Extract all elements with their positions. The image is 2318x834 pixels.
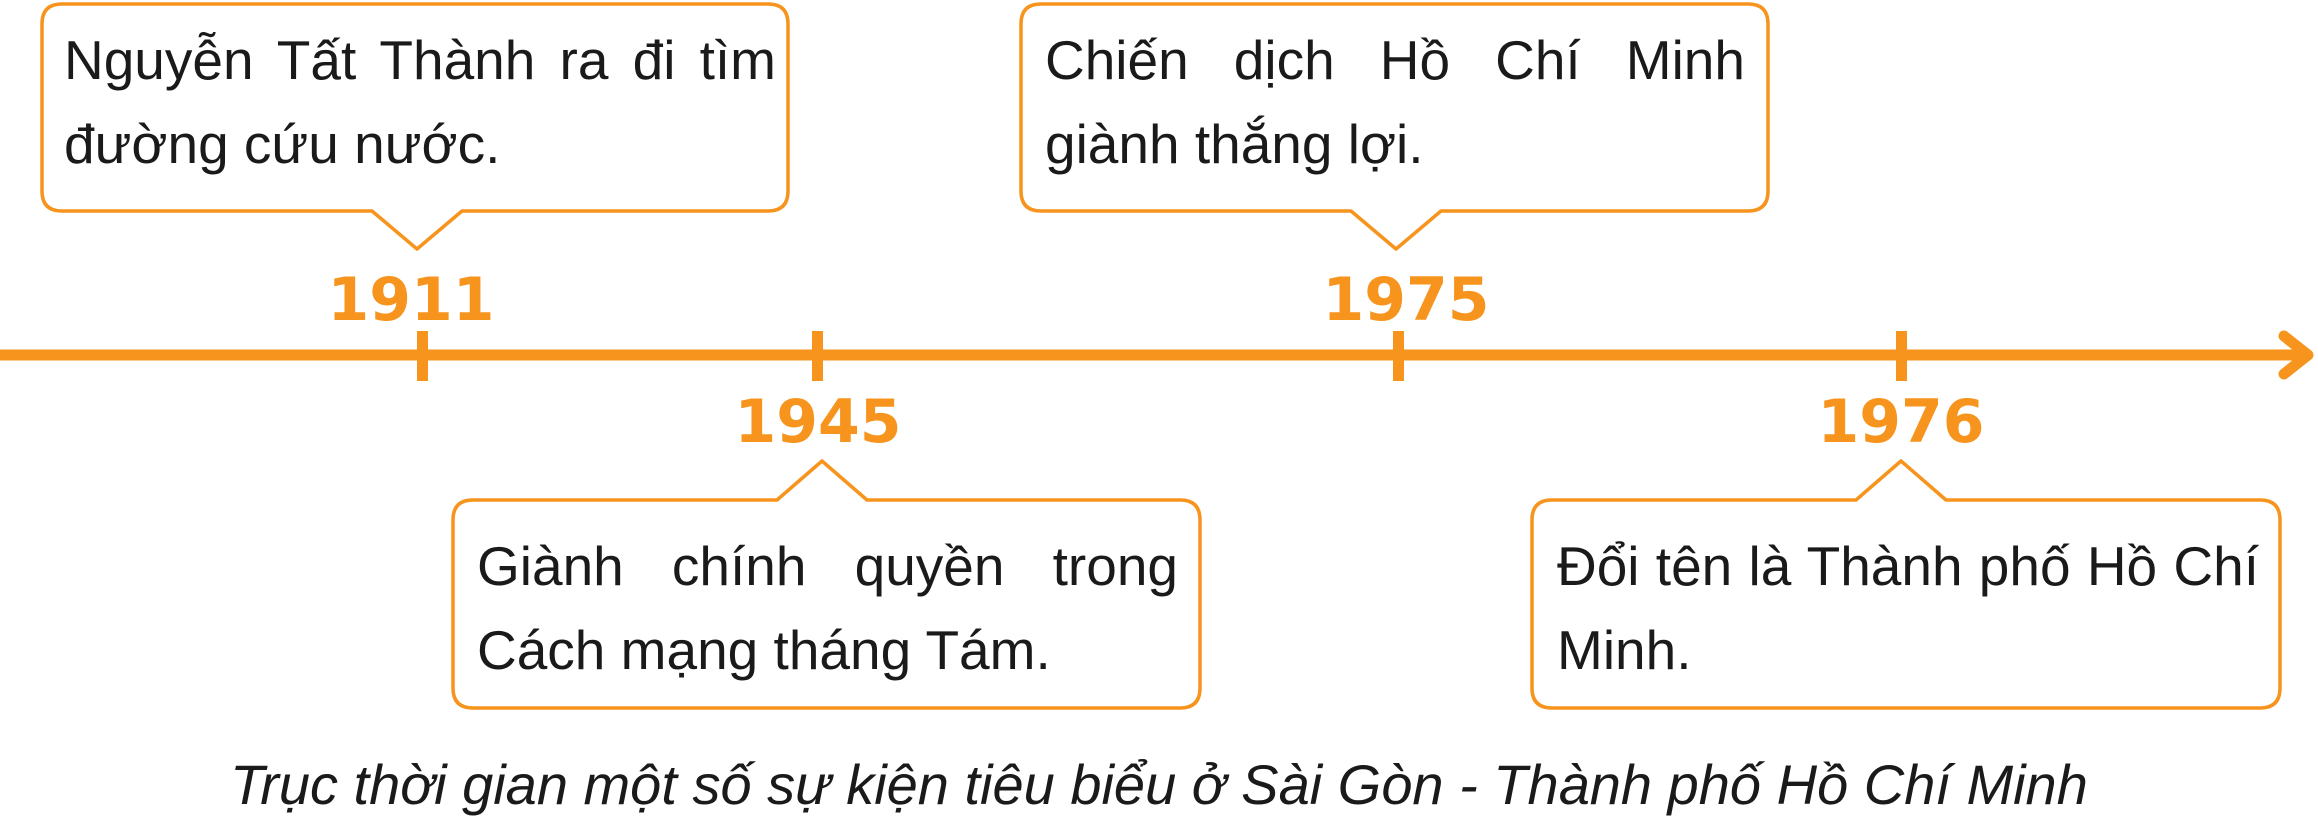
year-label-1975: 1975 [1323, 265, 1490, 335]
tick-1975 [1393, 331, 1404, 381]
event-text-1911: Nguyễn Tất Thành ra đi tìm đường cứu nướ… [64, 29, 776, 175]
timeline-arrowhead [2278, 330, 2314, 380]
year-label-1976: 1976 [1818, 387, 1985, 457]
callout-box-1975 [1019, 2, 1770, 251]
year-label-1911: 1911 [328, 265, 495, 335]
year-label-1945: 1945 [735, 387, 902, 457]
tick-1976 [1896, 331, 1907, 381]
callout-box-1911 [40, 2, 790, 251]
tick-1911 [417, 331, 428, 381]
callout-box-1976 [1530, 459, 2282, 710]
event-text-1975: Chiến dịch Hồ Chí Minh giành thắng lợi. [1045, 29, 1745, 175]
tick-1945 [812, 331, 823, 381]
diagram-caption: Trục thời gian một số sự kiện tiêu biểu … [230, 753, 2088, 816]
event-text-1945: Giành chính quyền trong Cách mạng tháng … [477, 535, 1178, 681]
callout-box-1945 [451, 459, 1202, 710]
event-text-1976: Đổi tên là Thành phố Hồ Chí Minh. [1557, 535, 2259, 681]
